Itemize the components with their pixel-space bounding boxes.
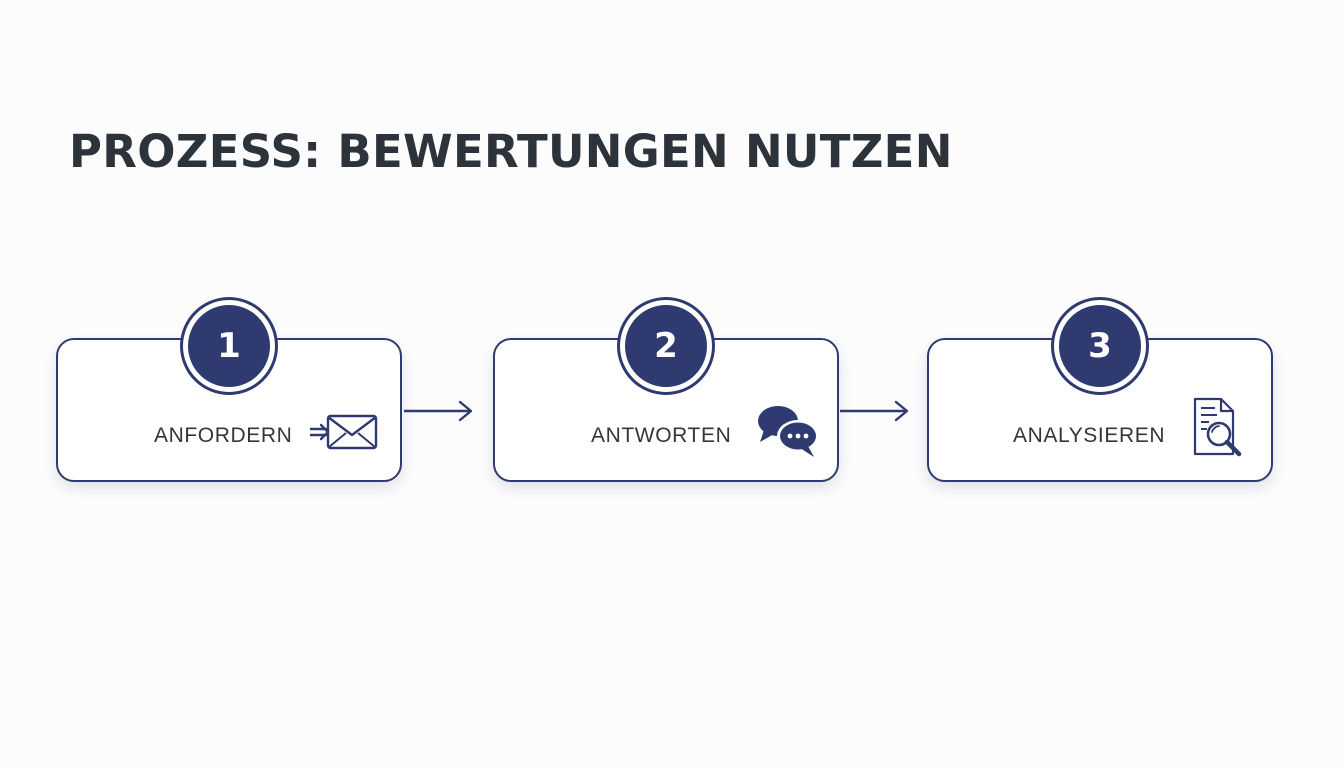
page-title: PROZESS: BEWERTUNGEN NUTZEN xyxy=(69,125,953,178)
envelope-arrow-icon xyxy=(310,414,378,450)
step-number-badge: 3 xyxy=(1054,300,1146,392)
step-card-1: 1 ANFORDERN xyxy=(56,300,402,482)
chat-bubbles-icon xyxy=(758,406,819,457)
step-number-badge: 2 xyxy=(620,300,712,392)
step-card-3: 3 ANALYSIEREN xyxy=(927,300,1273,482)
arrow-icon xyxy=(404,400,473,422)
step-label: ANFORDERN xyxy=(154,424,293,447)
document-search-icon xyxy=(1193,397,1242,457)
step-label: ANALYSIEREN xyxy=(1013,424,1166,447)
step-card-2: 2 ANTWORTEN xyxy=(493,300,839,482)
step-number-badge: 1 xyxy=(183,300,275,392)
arrow-icon xyxy=(840,400,909,422)
step-label: ANTWORTEN xyxy=(591,424,732,447)
